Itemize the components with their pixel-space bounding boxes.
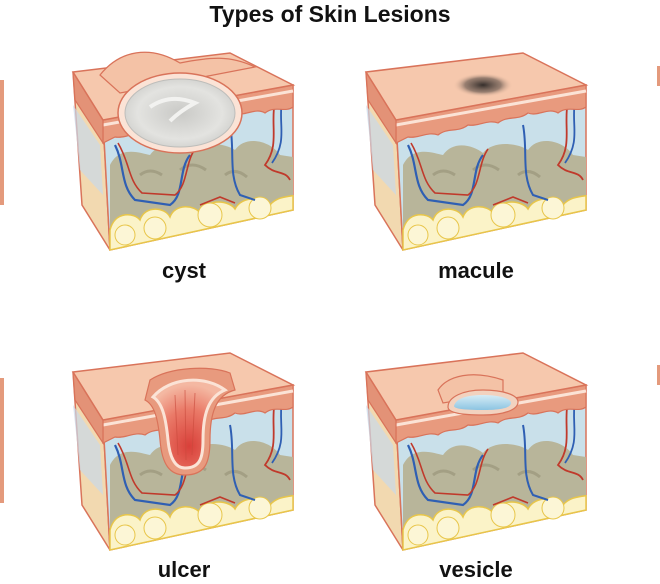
label-vesicle: vesicle [439,557,513,582]
label-cyst: cyst [161,258,207,283]
right-edge-partial-figure-bottom [657,365,660,385]
panel-cyst [60,45,300,255]
panel-macule [353,45,593,255]
figure-title: Types of Skin Lesions [209,1,451,27]
right-edge-partial-figure-top [657,66,660,86]
left-edge-partial-figure-top [0,80,4,205]
macule-illustration [364,51,588,252]
cyst-illustration [71,51,295,252]
vesicle-illustration [364,351,588,552]
panel-vesicle [353,345,593,555]
ulcer-illustration [71,351,295,552]
left-edge-partial-figure-bottom [0,378,4,503]
panel-ulcer [60,345,300,555]
label-ulcer: ulcer [157,557,211,582]
label-macule: macule [438,258,514,283]
